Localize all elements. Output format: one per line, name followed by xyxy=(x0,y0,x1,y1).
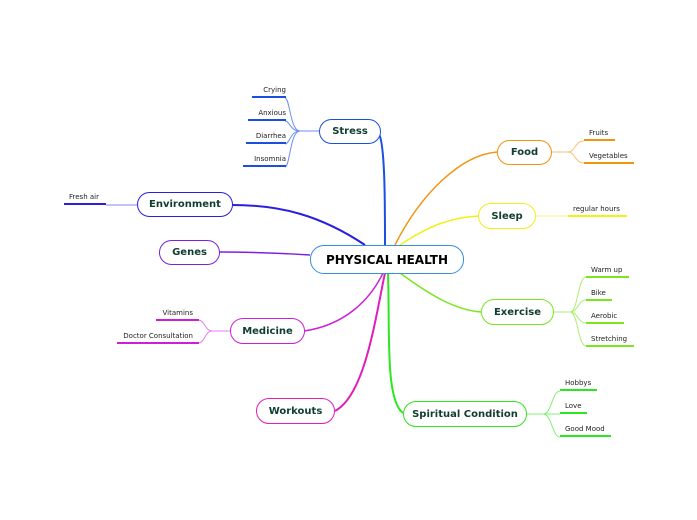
subtopic-vegetables[interactable]: Vegetables xyxy=(584,152,634,164)
subtopic-fruits[interactable]: Fruits xyxy=(584,129,615,141)
topic-exercise-label: Exercise xyxy=(493,306,542,318)
subtopic-regular-hours[interactable]: regular hours xyxy=(568,205,627,217)
central-topic-node[interactable]: PHYSICAL HEALTH xyxy=(310,245,464,274)
topic-food-label: Food xyxy=(510,147,539,158)
topic-food[interactable]: Food xyxy=(497,140,552,165)
topic-medicine-label: Medicine xyxy=(242,325,293,337)
topic-exercise[interactable]: Exercise xyxy=(481,299,554,325)
subtopic-aerobic[interactable]: Aerobic xyxy=(586,312,624,324)
topic-workouts[interactable]: Workouts xyxy=(256,398,335,424)
subtopic-hobbys[interactable]: Hobbys xyxy=(560,379,597,391)
subtopic-doctor-consultation[interactable]: Doctor Consultation xyxy=(117,332,199,344)
subtopic-diarrhea[interactable]: Diarrhea xyxy=(246,132,286,144)
topic-environment-label: Environment xyxy=(149,199,221,210)
subtopic-good-mood[interactable]: Good Mood xyxy=(560,425,611,437)
subtopic-fresh-air[interactable]: Fresh air xyxy=(64,193,106,205)
subtopic-bike[interactable]: Bike xyxy=(586,289,612,301)
topic-spiritual-condition-label: Spiritual Condition xyxy=(412,408,518,420)
topic-workouts-label: Workouts xyxy=(268,405,323,417)
topic-medicine[interactable]: Medicine xyxy=(230,318,305,344)
subtopic-anxious[interactable]: Anxious xyxy=(248,109,286,121)
subtopic-crying[interactable]: Crying xyxy=(252,86,286,98)
subtopic-insomnia[interactable]: Insomnia xyxy=(243,155,286,167)
central-topic-label: PHYSICAL HEALTH xyxy=(326,252,448,267)
subtopic-love[interactable]: Love xyxy=(560,402,587,414)
topic-sleep-label: Sleep xyxy=(491,210,523,222)
subtopic-warm-up[interactable]: Warm up xyxy=(586,266,629,278)
subtopic-vitamins[interactable]: Vitamins xyxy=(156,309,199,321)
topic-sleep[interactable]: Sleep xyxy=(478,203,536,229)
topic-environment[interactable]: Environment xyxy=(137,192,233,217)
topic-stress[interactable]: Stress xyxy=(319,119,381,144)
topic-spiritual-condition[interactable]: Spiritual Condition xyxy=(403,401,527,427)
subtopic-stretching[interactable]: Stretching xyxy=(586,335,634,347)
topic-stress-label: Stress xyxy=(332,126,368,137)
topic-genes-label: Genes xyxy=(172,247,207,258)
topic-genes[interactable]: Genes xyxy=(159,240,220,265)
